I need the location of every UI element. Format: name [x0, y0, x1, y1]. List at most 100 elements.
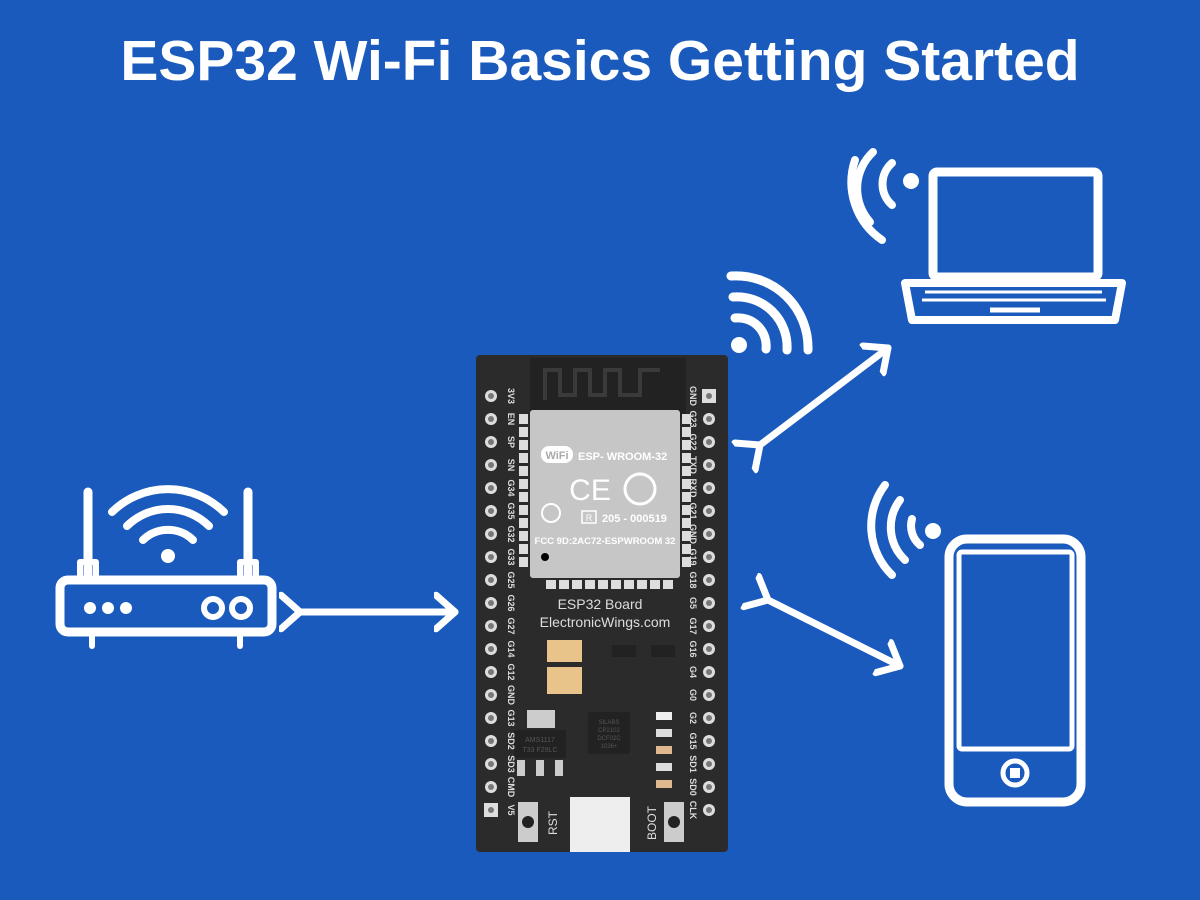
castellation	[519, 518, 528, 528]
pin-label: G2	[688, 712, 698, 724]
pin-hole	[488, 577, 494, 583]
castellation	[519, 531, 528, 541]
pin-label: SN	[506, 459, 516, 472]
pin-hole	[706, 600, 712, 606]
castellation	[682, 557, 691, 567]
pin-hole	[488, 485, 494, 491]
pin-hole	[488, 761, 494, 767]
castellation	[519, 466, 528, 476]
castellation	[519, 440, 528, 450]
pin-hole	[706, 439, 712, 445]
pin-label: G17	[688, 617, 698, 634]
pin-hole	[488, 393, 494, 399]
pin-label: CLK	[688, 801, 698, 820]
castellation	[682, 466, 691, 476]
pin-label: G25	[506, 571, 516, 588]
pin-label: SD1	[688, 755, 698, 773]
pin-hole	[488, 508, 494, 514]
module-castellations	[519, 414, 691, 589]
pin-label: G32	[506, 525, 516, 542]
pin-hole	[706, 807, 712, 813]
pin-hole	[706, 462, 712, 468]
pin-label: SD0	[688, 778, 698, 796]
pin-label: CMD	[506, 777, 516, 798]
castellation	[682, 544, 691, 554]
pin-label: SD3	[506, 755, 516, 773]
castellation	[519, 453, 528, 463]
esp32-board: WiFi ESP- WROOM-32 CE R 205 - 000519 FCC…	[476, 355, 728, 852]
pin-hole	[706, 554, 712, 560]
castellation	[650, 580, 660, 589]
pin-label: G33	[506, 548, 516, 565]
castellation	[637, 580, 647, 589]
pin-hole	[488, 439, 494, 445]
board-name: ESP32 Board	[558, 596, 643, 612]
pin-hole	[706, 393, 712, 399]
pin-hole	[488, 600, 494, 606]
pin-label: G23	[688, 410, 698, 427]
pin-label: G15	[688, 732, 698, 749]
fcc-id: FCC 9D:2AC72-ESPWROOM 32	[535, 536, 676, 547]
pin-label: G12	[506, 663, 516, 680]
pin-label: EN	[506, 413, 516, 426]
pin-label: 3V3	[506, 388, 516, 404]
castellation	[663, 580, 673, 589]
board-phone-arrow	[768, 600, 904, 666]
pin-label: GND	[506, 685, 516, 706]
router-icon	[55, 485, 277, 649]
pin-label: G27	[506, 617, 516, 634]
pin-label: SP	[506, 436, 516, 448]
castellation	[682, 453, 691, 463]
castellation	[624, 580, 634, 589]
castellation	[611, 580, 621, 589]
castellation	[598, 580, 608, 589]
pin-hole	[706, 715, 712, 721]
rst-label: RST	[546, 810, 560, 835]
pin-hole	[706, 577, 712, 583]
pin-label: G4	[688, 666, 698, 678]
castellation	[519, 557, 528, 567]
pin-label: G35	[506, 502, 516, 519]
pin-label: G5	[688, 597, 698, 609]
pin-hole	[706, 623, 712, 629]
boot-label: BOOT	[645, 805, 659, 840]
reg-number: 205 - 000519	[602, 513, 667, 525]
pin-hole	[706, 646, 712, 652]
pin-hole	[706, 761, 712, 767]
ce-mark: CE	[569, 474, 611, 507]
usb-chip-line3: DCF02C	[597, 736, 621, 742]
regulator-line2: T33 F29LC	[522, 747, 557, 754]
module-name: ESP- WROOM-32	[578, 451, 667, 463]
pin-label: GND	[688, 524, 698, 545]
board-laptop-arrow	[760, 348, 892, 445]
pin-label: G34	[506, 479, 516, 496]
laptop-icon	[847, 148, 1126, 324]
pin-label: G13	[506, 709, 516, 726]
castellation	[519, 492, 528, 502]
pin-hole	[488, 738, 494, 744]
castellation	[682, 518, 691, 528]
pin-hole	[706, 692, 712, 698]
castellation	[519, 544, 528, 554]
castellation	[585, 580, 595, 589]
reg-mark: R	[586, 513, 593, 523]
pin-label: RXD	[688, 478, 698, 498]
pin-label: G22	[688, 433, 698, 450]
wifi-signal-icon	[726, 271, 813, 355]
pin-hole	[488, 416, 494, 422]
castellation	[546, 580, 556, 589]
pin-hole	[488, 554, 494, 560]
pin-label: G14	[506, 640, 516, 657]
pin-hole	[706, 738, 712, 744]
pin-hole	[488, 646, 494, 652]
pin-hole	[488, 692, 494, 698]
pin-hole	[488, 531, 494, 537]
pin-hole	[488, 715, 494, 721]
board-site: ElectronicWings.com	[540, 614, 671, 630]
pin-hole	[488, 462, 494, 468]
usb-chip-line1: SILABS	[598, 720, 619, 726]
castellation	[519, 505, 528, 515]
castellation	[682, 492, 691, 502]
pin-hole	[706, 784, 712, 790]
